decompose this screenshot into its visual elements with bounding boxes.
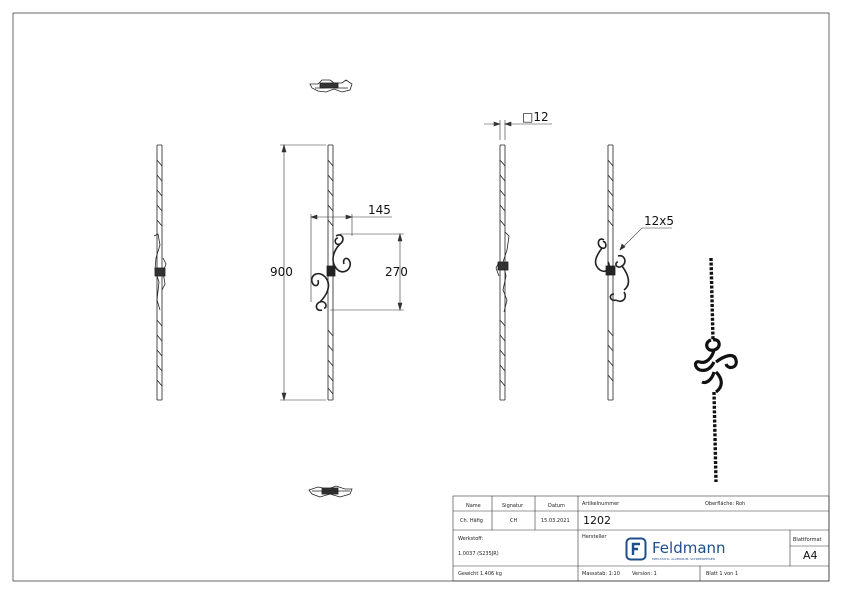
date-value: 15.03.2021 — [541, 518, 570, 524]
article-number: 1202 — [583, 514, 611, 527]
logo-tagline: EDELSTAHL, ALUMINIUM, SCHMIEDEEISEN — [652, 557, 715, 561]
material-value: 1.0037 (S235JR) — [458, 551, 499, 557]
name-value: Ch. Häfig — [460, 518, 483, 524]
signature-value: CH — [510, 518, 518, 524]
name-label: Name — [466, 503, 481, 509]
sheet-border — [12, 12, 830, 582]
scale: Massstab: 1:10 — [582, 571, 620, 577]
dim-bar-section: □12 — [522, 110, 549, 124]
manufacturer-label: Hersteller — [582, 534, 607, 540]
isometric-view — [693, 257, 738, 483]
front-view-dimension-lines — [280, 143, 404, 402]
dim-scroll-width: 145 — [368, 203, 391, 217]
logo-name: Feldmann — [652, 539, 726, 557]
date-label: Datum — [548, 503, 565, 509]
section-dimension-lines — [484, 120, 552, 140]
rear-view — [594, 144, 630, 401]
sheet-number: Blatt 1 von 1 — [706, 571, 739, 577]
flat-dimension-line — [619, 227, 672, 251]
surface-label: Oberfläche: Roh — [705, 501, 746, 507]
signature-label: Signatur — [502, 503, 524, 509]
format-label: Blattformat — [793, 537, 822, 543]
material-label: Werkstoff: — [458, 536, 484, 542]
front-view — [310, 144, 352, 401]
dim-height: 900 — [270, 265, 293, 279]
side-view-right — [495, 144, 510, 401]
title-block — [452, 495, 830, 582]
bottom-view — [308, 485, 353, 498]
top-view — [309, 79, 353, 93]
feldmann-logo-icon — [625, 537, 647, 561]
dim-flat-section: 12x5 — [644, 214, 674, 228]
format-value: A4 — [803, 549, 818, 562]
side-view-left — [153, 144, 167, 401]
manufacturer-logo: Feldmann EDELSTAHL, ALUMINIUM, SCHMIEDEE… — [625, 537, 745, 563]
dim-scroll-height: 270 — [385, 265, 408, 279]
weight: Gewicht 1.406 kg — [458, 571, 502, 577]
article-label: Artikelnummer — [582, 501, 620, 507]
version: Version: 1 — [632, 571, 657, 577]
